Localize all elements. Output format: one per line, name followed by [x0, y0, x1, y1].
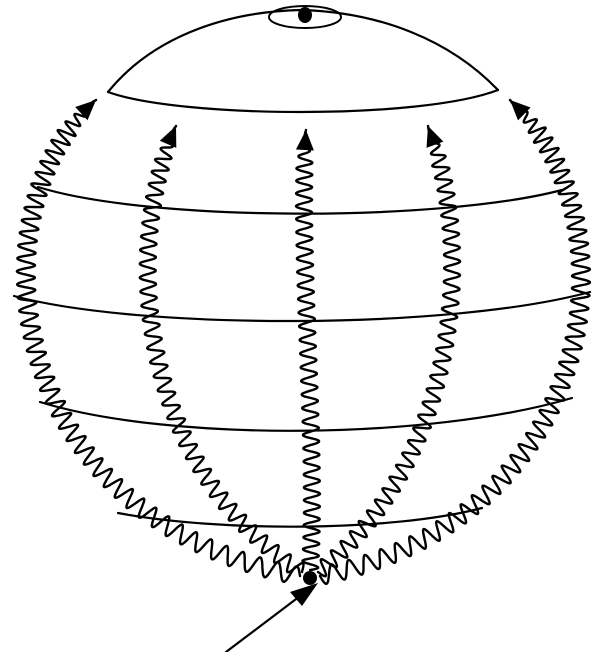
wavy-line-far-right [320, 100, 590, 584]
arrowhead-center [296, 130, 314, 151]
arrowhead-far-right [510, 100, 531, 120]
vertex-dot [303, 571, 317, 585]
incoming-arrowhead [290, 583, 318, 606]
wavy-line-center [296, 130, 320, 570]
arrowhead-right [427, 126, 444, 148]
latitude-line-3 [40, 398, 572, 431]
arrowhead-far-left [75, 100, 96, 120]
wavy-line-left [140, 126, 304, 572]
incoming-arrow-line [226, 590, 308, 652]
cap-bottom-arc [108, 90, 498, 112]
latitude-line-4 [118, 508, 482, 527]
arrowhead-left [160, 126, 177, 148]
eye-icon [269, 6, 341, 28]
wavy-line-right [318, 126, 460, 576]
